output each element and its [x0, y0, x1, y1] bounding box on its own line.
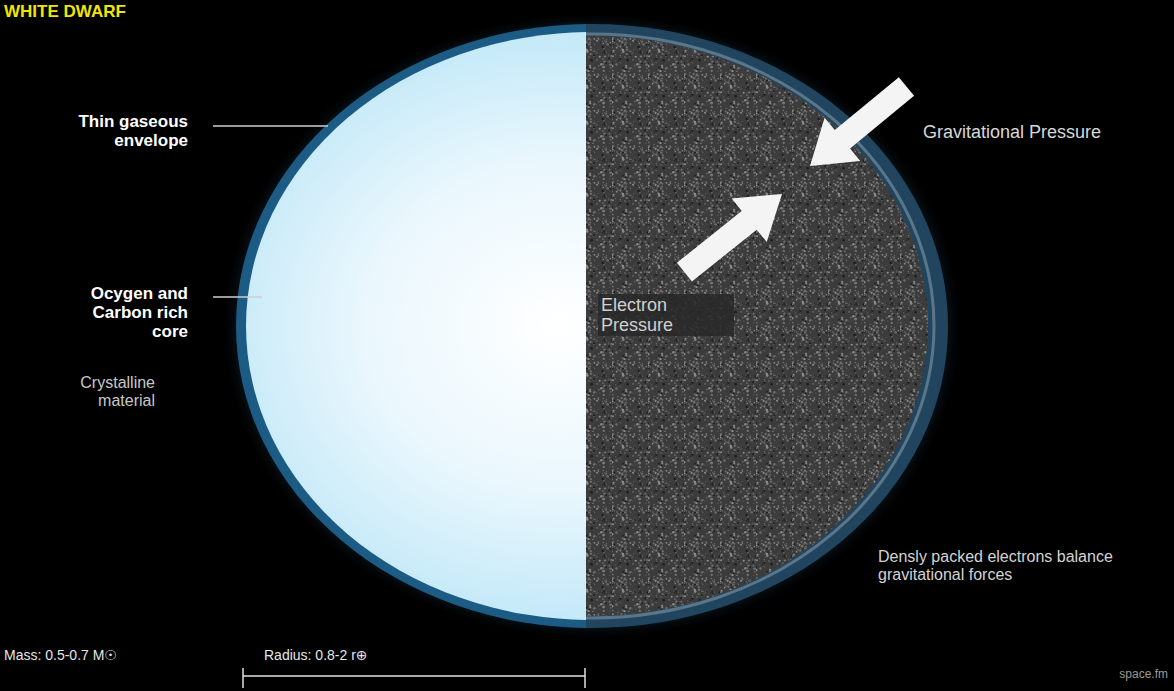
force-label: Electron Pressure [598, 294, 734, 336]
part-label: Ocygen and Carbon rich core [66, 284, 188, 341]
watermark: space.fm [1119, 668, 1168, 681]
gravity-arrow [792, 65, 924, 188]
core-cross-section [586, 36, 928, 616]
rim [236, 24, 586, 628]
leader-line [213, 125, 328, 127]
rim [586, 24, 948, 628]
envelope-edge [586, 34, 934, 618]
note: Densly packed electrons balance gravitat… [878, 548, 1140, 584]
title: WHITE DWARF [4, 2, 126, 21]
dimension: Mass: 0.5-0.7 M☉ [4, 648, 117, 664]
part-note: Crystalline material [45, 374, 155, 410]
radius-bracket [243, 668, 585, 688]
outer-glow [224, 14, 960, 638]
star-surface [246, 32, 586, 620]
leader-line [213, 296, 262, 298]
electron-arrow [667, 172, 800, 294]
dimension: Radius: 0.8-2 r⊕ [264, 648, 368, 664]
part-label: Thin gaseous envelope [38, 112, 188, 150]
force-label: Gravitational Pressure [912, 122, 1112, 142]
